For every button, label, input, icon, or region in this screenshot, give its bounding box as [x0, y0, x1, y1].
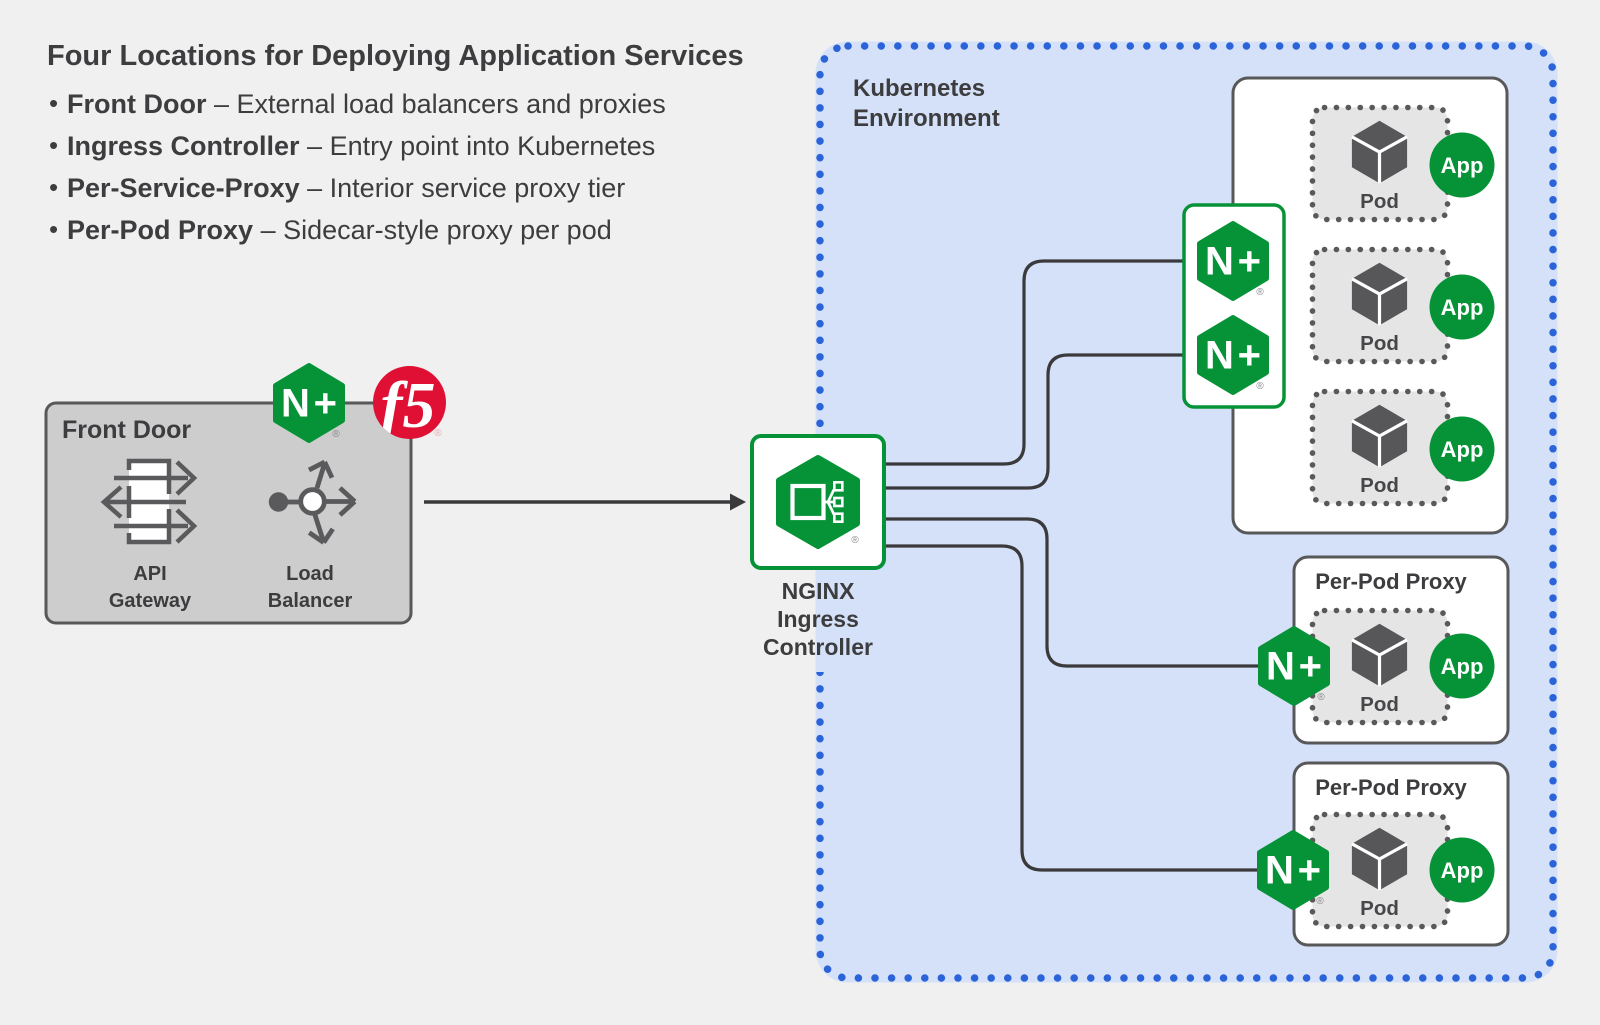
svg-text:Controller: Controller — [763, 634, 873, 660]
svg-text:®: ® — [434, 428, 442, 439]
svg-text:Kubernetes: Kubernetes — [853, 75, 985, 102]
svg-text:Environment: Environment — [853, 105, 1000, 132]
svg-text:API: API — [133, 563, 166, 585]
svg-text:Per-Pod Proxy: Per-Pod Proxy — [1315, 569, 1467, 594]
svg-text:®: ® — [851, 535, 859, 546]
svg-text:Front Door: Front Door — [62, 416, 191, 444]
svg-text:Balancer: Balancer — [268, 590, 353, 612]
svg-text:f5: f5 — [381, 369, 436, 442]
svg-text:Per-Pod Proxy: Per-Pod Proxy — [1315, 775, 1467, 800]
svg-text:Load: Load — [286, 563, 334, 585]
svg-text:Gateway: Gateway — [109, 590, 192, 612]
svg-text:NGINX: NGINX — [782, 578, 856, 604]
svg-text:Ingress: Ingress — [777, 606, 859, 632]
